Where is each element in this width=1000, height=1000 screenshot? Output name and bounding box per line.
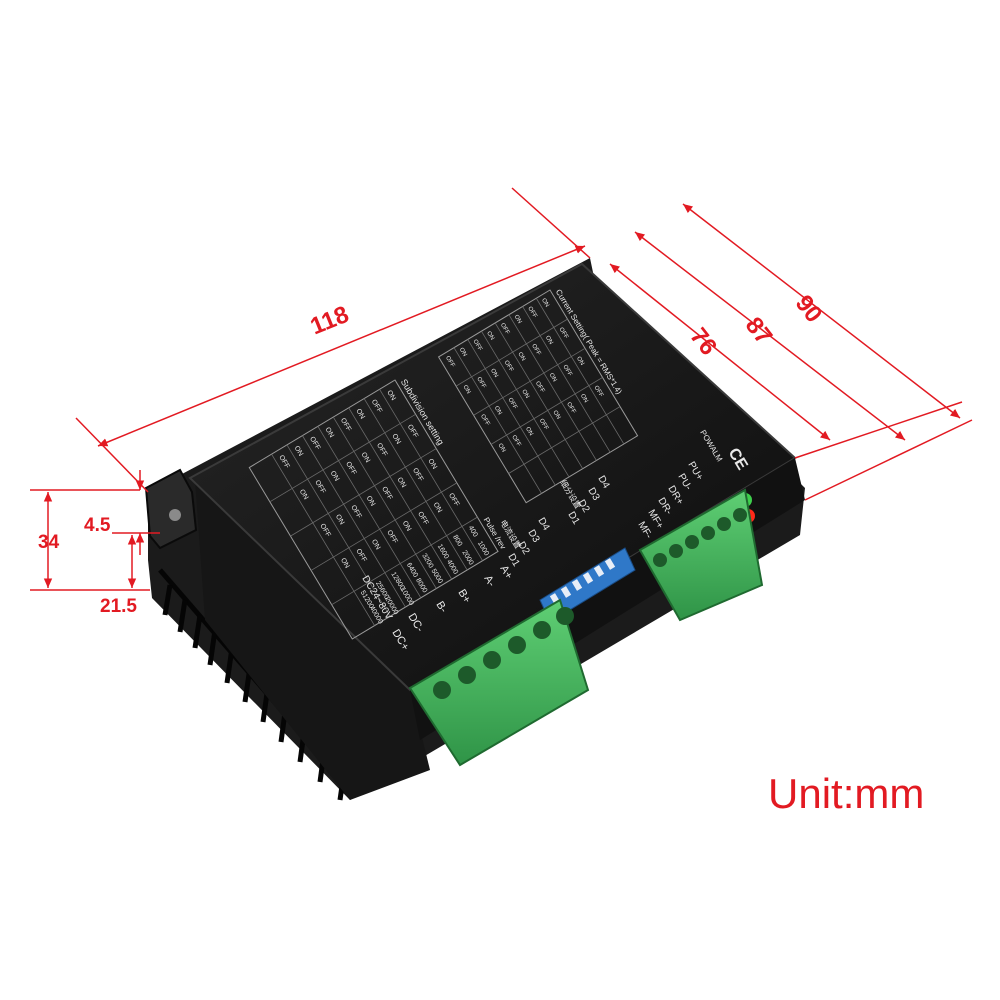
ext-widths-right <box>804 419 973 501</box>
switch-state: ON <box>396 476 407 489</box>
dim-line-76 <box>609 263 831 441</box>
dim-21-5: 21.5 <box>100 596 137 617</box>
dim-34: 34 <box>38 532 60 553</box>
dim-4-5: 4.5 <box>84 515 111 536</box>
mounting-hole <box>169 509 181 521</box>
unit-label: Unit:mm <box>768 770 925 817</box>
switch-state: ON <box>293 445 304 458</box>
switch-state: ON <box>426 458 437 471</box>
switch-state: ON <box>365 495 376 508</box>
dim-90: 90 <box>790 290 828 328</box>
ext-118-right <box>511 187 591 259</box>
ext-widths-bottom <box>794 401 963 459</box>
dimension-lines <box>30 187 973 591</box>
switch-state: ON <box>329 470 340 483</box>
switch-state: ON <box>360 451 371 464</box>
dim-118: 118 <box>307 301 353 341</box>
dip-switch-bank <box>539 547 636 623</box>
mounting-flange <box>144 468 198 550</box>
dim-line-118 <box>97 245 586 447</box>
switch-state: ON <box>497 443 507 454</box>
switch-state: ON <box>334 513 345 526</box>
switch-state: ON <box>339 557 350 570</box>
switch-state: ON <box>401 520 412 533</box>
ext-118-left <box>75 417 149 493</box>
switch-state: ON <box>370 538 381 551</box>
housing-front <box>195 480 430 800</box>
switch-state: OFF <box>593 385 604 399</box>
switch-state: ON <box>432 501 443 514</box>
signal-terminal-block <box>638 488 764 622</box>
switch-state: ON <box>298 488 309 501</box>
power-terminal-block <box>408 598 590 767</box>
